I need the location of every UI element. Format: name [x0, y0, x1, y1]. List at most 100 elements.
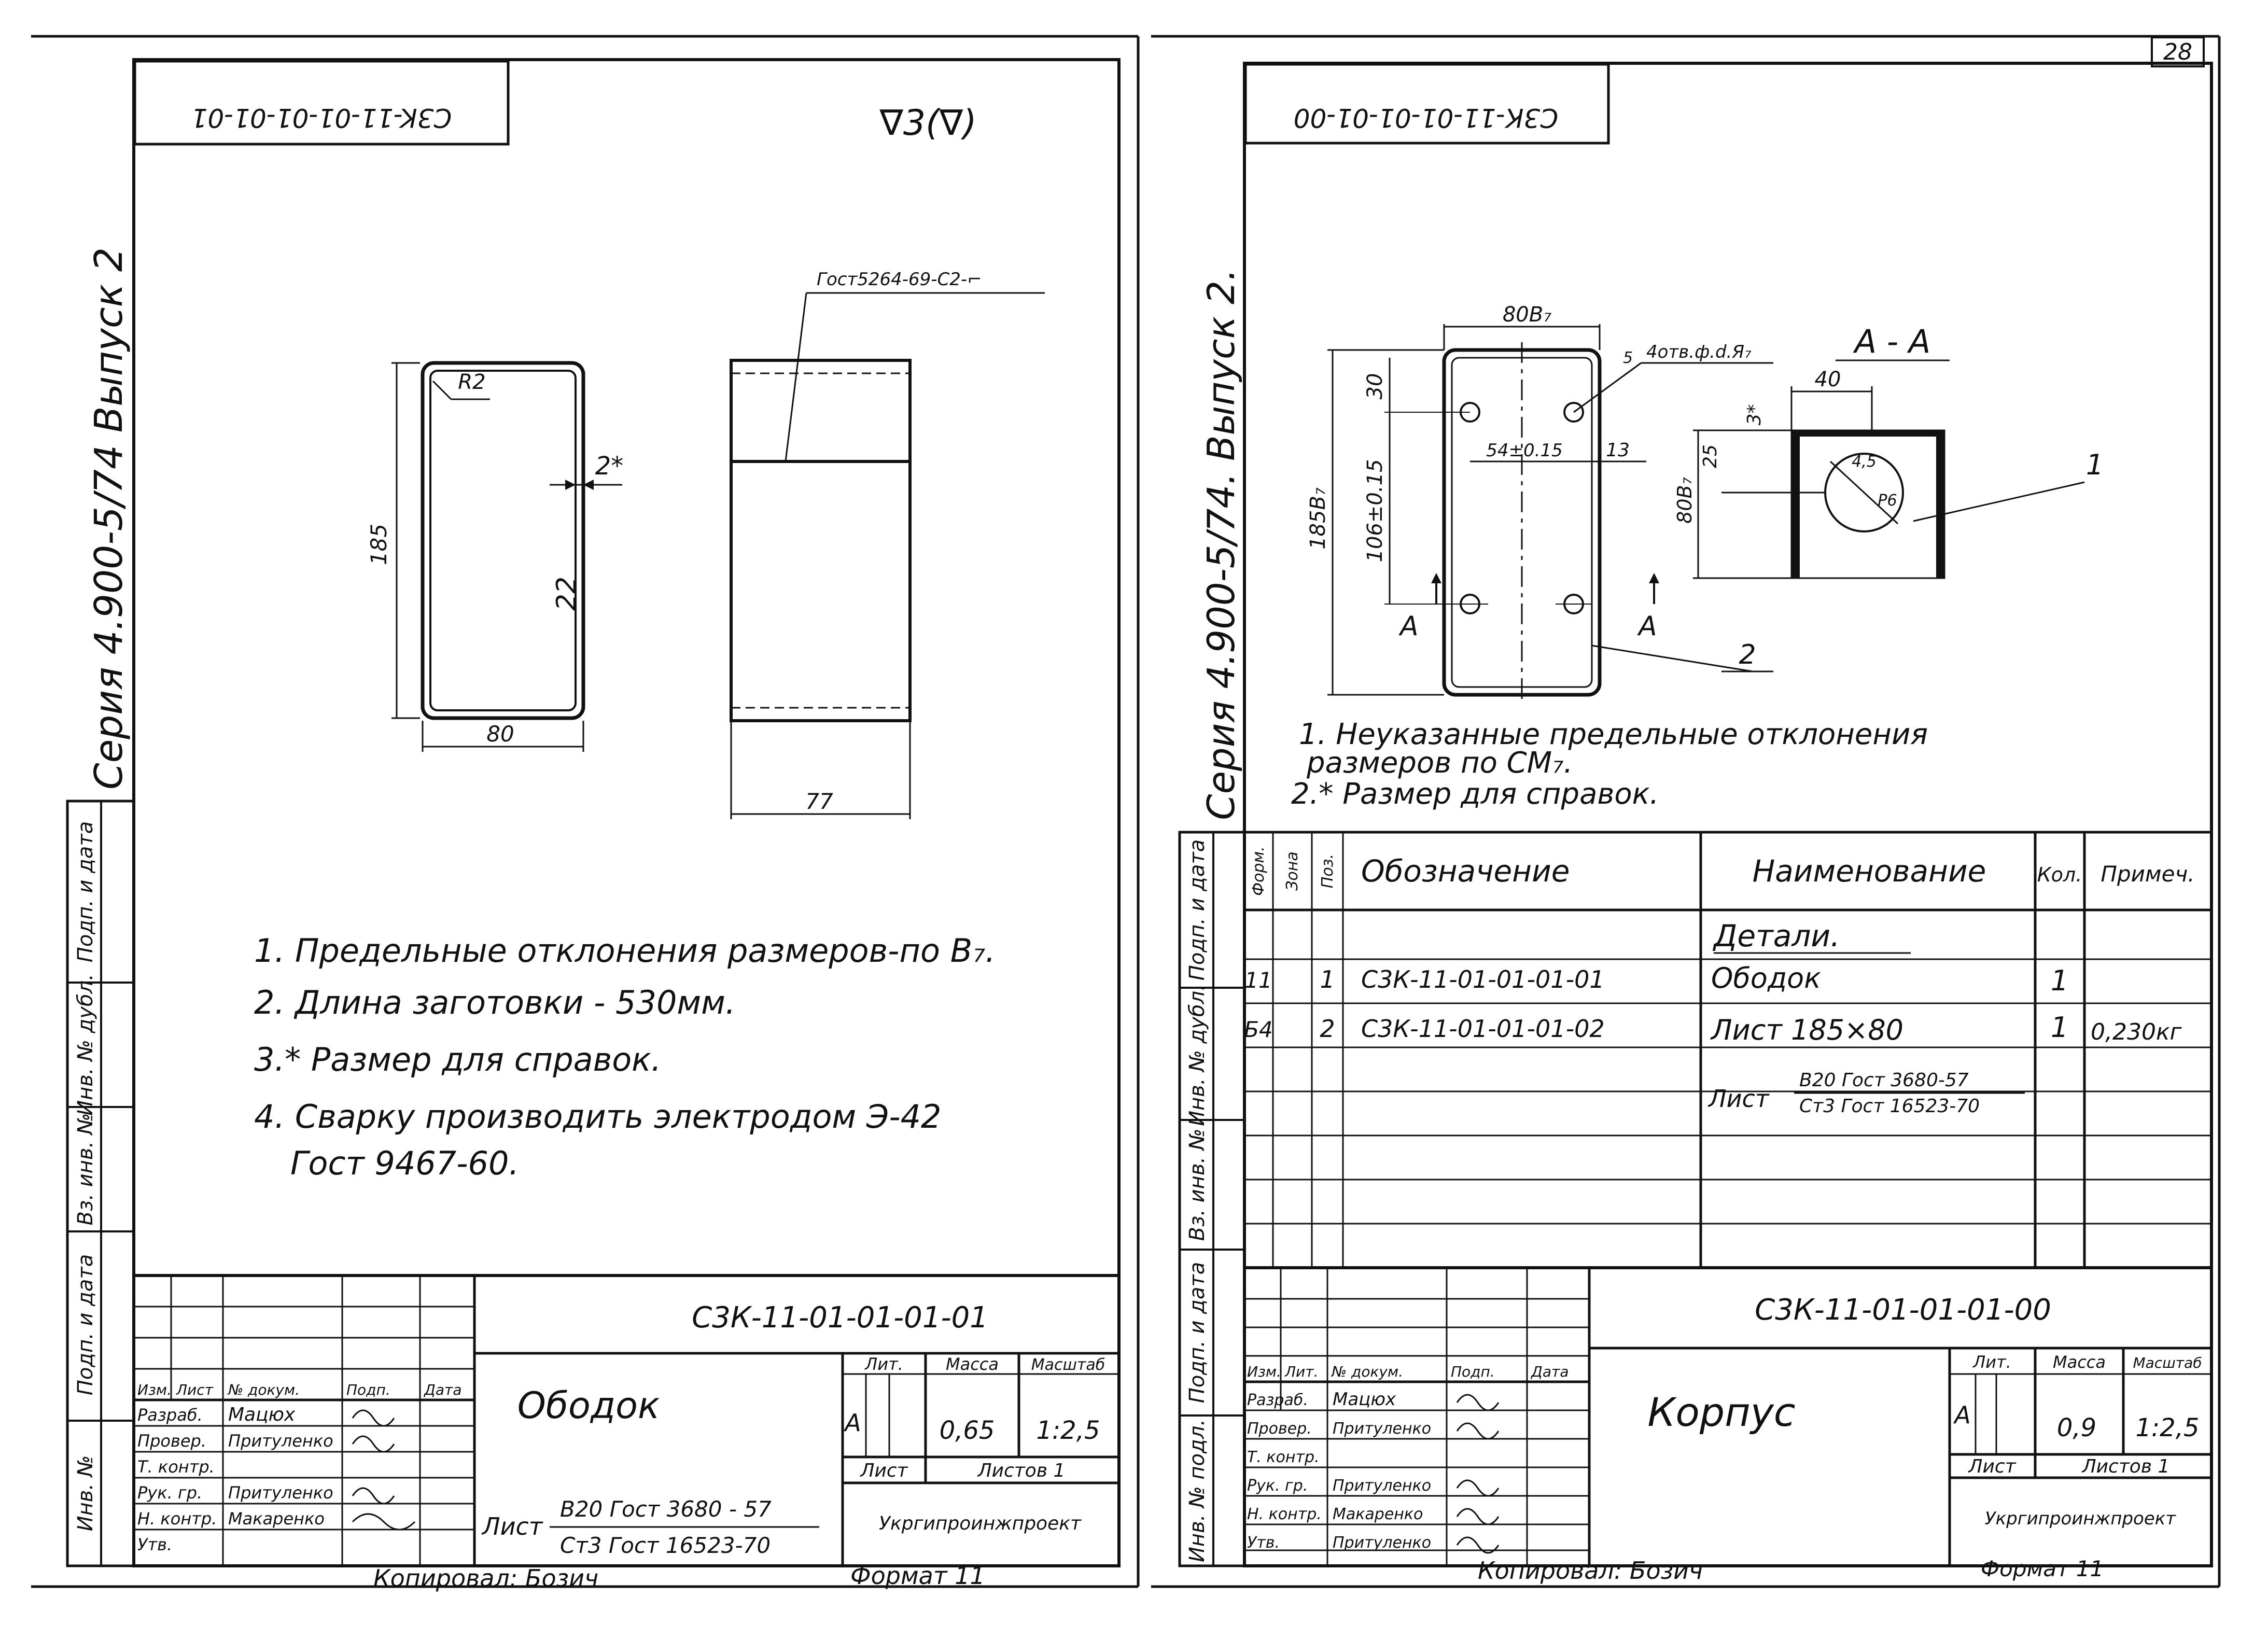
left-tb-mass-value: 0,65 — [940, 1416, 995, 1445]
left-footer-format: Формат 11 — [850, 1562, 985, 1590]
right-spec-head-note: Примеч. — [2101, 861, 2194, 887]
right-spec-r2-pos: 2 — [1320, 1015, 1335, 1043]
right-title-block: Изм. Лит. № докум. Подп. Дата Разраб. Пр… — [1243, 1266, 2213, 1567]
right-hole-note: 4отв.ф.d.Я₇ — [1646, 342, 1752, 362]
right-tb-head-2: Лит. — [1284, 1363, 1318, 1380]
right-height-dim: 185В₇ — [1306, 487, 1330, 550]
left-tb-name-2: Притуленко — [228, 1431, 333, 1451]
right-hole-span: 54±0.15 — [1486, 440, 1562, 461]
left-tb-head-scale: Масштаб — [1031, 1356, 1105, 1374]
left-notes: 1. Предельные отклонения размеров-по В₇.… — [254, 932, 996, 1182]
right-spec-head-zone: Зона — [1283, 851, 1301, 891]
left-weld-standard: Гост5264-69-С2-⌐ — [817, 269, 982, 290]
right-side-offset: 13 — [1606, 440, 1630, 461]
left-tb-head-2: Лист — [176, 1381, 214, 1398]
outer-frame — [31, 35, 2221, 1588]
right-spec-head-pos: Поз. — [1319, 854, 1337, 888]
right-tb-code: С3К-11-01-01-01-00 — [1755, 1293, 2051, 1327]
left-footer-copied: Копировал: Бозич — [373, 1564, 598, 1592]
signature — [352, 1409, 395, 1427]
left-front-view: R2 185 2* 22 80 — [366, 361, 624, 752]
right-sec-hole-d: 4,5 — [1852, 453, 1877, 471]
right-spec-head-code: Обозначение — [1361, 853, 1570, 889]
signature — [1456, 1508, 1500, 1525]
right-spec-head-name: Наименование — [1753, 853, 1986, 889]
left-tb-name-4: Притуленко — [228, 1483, 333, 1503]
right-chamfer: 5 — [1623, 349, 1633, 367]
right-width-dim: 80В₇ — [1503, 303, 1551, 327]
right-tb-head-3: № докум. — [1331, 1363, 1403, 1380]
left-tb-role-4: Рук. гр. — [137, 1483, 202, 1503]
right-note-2: размеров по СМ₇. — [1306, 746, 1573, 780]
right-tb-head-4: Подп. — [1451, 1363, 1495, 1380]
left-tb-sheet-label: Лист — [859, 1460, 908, 1481]
right-tb-name-2: Притуленко — [1333, 1420, 1431, 1438]
right-spec-table: Форм. Зона Поз. Обозначение Наименование… — [1243, 831, 2213, 1269]
left-tb-material-1: В20 Гост 3680 - 57 — [560, 1496, 772, 1522]
right-spec-material-1: В20 Гост 3680-57 — [1799, 1070, 1969, 1091]
right-footer-copied: Копировал: Бозич — [1478, 1557, 1703, 1585]
right-section-view: А - А 4,5 Р6 40 3* 25 80В₇ — [1673, 323, 2104, 579]
right-tb-name-4: Притуленко — [1333, 1477, 1431, 1495]
right-notes: 1. Неуказанные предельные отклонения раз… — [1291, 718, 1928, 811]
right-footer-format: Формат 11 — [1981, 1556, 2104, 1581]
right-sheet: С3К-11-01-01-01-00 Серия 4.900-5/74. Вып… — [1178, 62, 2213, 1585]
right-tb-role-3: Т. контр. — [1247, 1448, 1320, 1466]
right-tb-head-1: Изм. — [1247, 1363, 1281, 1380]
right-sec-width: 40 — [1815, 368, 1841, 391]
left-note-3: 3.* Размер для справок. — [254, 1041, 661, 1078]
left-tb-org: Укргипроинжпроект — [879, 1513, 1082, 1534]
left-radius-label: R2 — [458, 370, 485, 394]
left-tb-material-label: Лист — [481, 1512, 543, 1540]
page-number-box: 28 — [2151, 36, 2205, 67]
right-tb-head-5: Дата — [1530, 1363, 1569, 1380]
right-sec-small: 3* — [1744, 404, 1765, 426]
right-side-label-1: Подп. и дата — [1185, 839, 1209, 980]
right-tb-org: Укргипроинжпроект — [1985, 1508, 2176, 1529]
left-note-5: Гост 9467-60. — [290, 1144, 519, 1182]
right-inner-frame — [1243, 62, 2213, 1567]
right-tb-scale-value: 1:2,5 — [2135, 1413, 2199, 1442]
right-tb-role-6: Утв. — [1247, 1534, 1280, 1552]
signature — [1456, 1479, 1500, 1497]
right-leader-2: 2 — [1739, 639, 1756, 670]
left-tb-lit-value: А — [843, 1409, 861, 1437]
left-note-2: 2. Длина заготовки - 530мм. — [254, 984, 736, 1021]
left-tb-scale-value: 1:2,5 — [1036, 1416, 1100, 1445]
right-tb-head-scale: Масштаб — [2133, 1354, 2202, 1371]
page-number: 28 — [2163, 39, 2192, 65]
right-side-label-3: Вз. инв. № — [1185, 1129, 1209, 1241]
right-tb-name: Корпус — [1647, 1389, 1795, 1435]
right-sec-offset: 25 — [1700, 444, 1721, 468]
right-tb-name-6: Притуленко — [1333, 1534, 1431, 1552]
left-roughness: ∇3(∇) — [879, 103, 976, 144]
left-tb-head-3: № докум. — [227, 1381, 300, 1398]
left-tb-code: С3К-11-01-01-01-01 — [692, 1301, 988, 1335]
left-top-code-box — [133, 60, 510, 146]
left-side-label-5: Инв. № — [74, 1455, 97, 1532]
signature — [1456, 1422, 1500, 1440]
right-side-series: Серия 4.900-5/74. Выпуск 2. — [1199, 269, 1243, 820]
left-side-label-1: Подп. и дата — [74, 821, 97, 962]
right-leader-1: 1 — [2086, 448, 2104, 481]
right-spec-r1-code: С3К-11-01-01-01-01 — [1361, 965, 1605, 993]
right-spec-section: Детали. — [1712, 918, 1840, 954]
right-spec-material-2: Ст3 Гост 16523-70 — [1799, 1096, 1980, 1117]
right-spec-r2-name: Лист 185×80 — [1710, 1014, 1903, 1046]
right-spec-material-prefix: Лист — [1707, 1085, 1770, 1113]
right-side-label-4: Подп. и дата — [1185, 1262, 1209, 1403]
left-side-label-2: Инв. № дубл. — [74, 974, 97, 1116]
left-tb-role-5: Н. контр. — [137, 1509, 217, 1529]
right-tb-sheet-label: Лист — [1967, 1456, 2016, 1477]
right-tb-name-5: Макаренко — [1333, 1505, 1423, 1523]
right-tb-head-mass: Масса — [2053, 1352, 2106, 1372]
right-side-label-5: Инв. № подл. — [1185, 1419, 1209, 1562]
right-plan-view: 80В₇ 185В₇ 30 106±0.15 54±0.15 13 5 4отв… — [1306, 303, 1773, 703]
left-gap-dim: 2* — [595, 452, 624, 481]
right-spec-r1-pos: 1 — [1320, 965, 1335, 993]
left-note-1: 1. Предельные отклонения размеров-по В₇. — [254, 932, 996, 970]
right-section-title: А - А — [1853, 323, 1931, 360]
left-side-series: Серия 4.900-5/74 Выпуск 2 — [87, 247, 131, 790]
left-title-block: Изм. Лист № докум. Подп. Дата Разраб. Пр… — [132, 1274, 1121, 1567]
signature — [1456, 1536, 1500, 1554]
